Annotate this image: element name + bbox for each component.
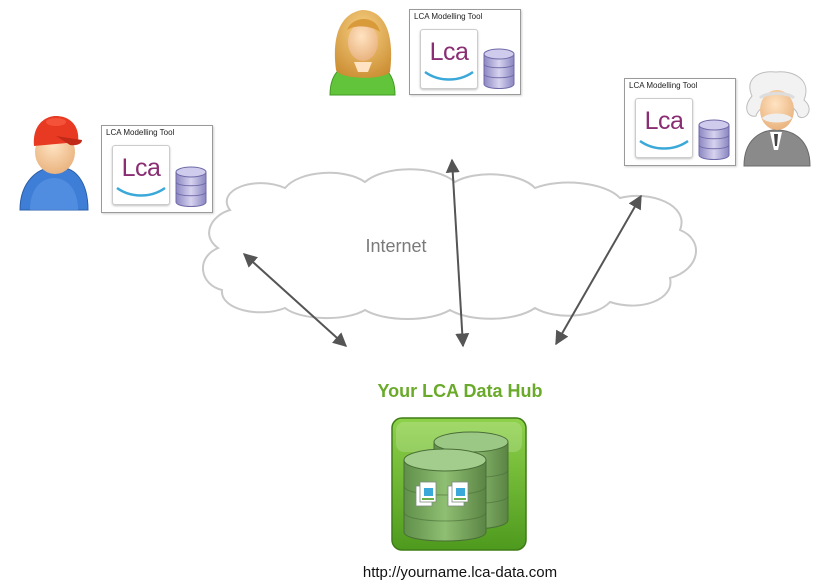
arrow-right [555,194,642,346]
database-icon [175,166,207,207]
arrow-left [242,253,348,347]
woman-avatar-icon [329,10,396,96]
lca-logo-icon: Lca [635,98,693,158]
data-hub-database-icon [391,417,527,551]
lca-logo-text: Lca [121,154,161,182]
lca-logo-icon: Lca [112,145,170,205]
database-icon [483,48,515,89]
worker-avatar-icon [19,116,89,211]
tool-card-title: LCA Modelling Tool [106,128,175,137]
connection-arrows [242,158,642,348]
arrow-center [445,158,470,348]
lca-tool-card-center: LCA Modelling Tool Lca [409,9,521,95]
hub-title: Your LCA Data Hub [377,381,543,401]
tool-card-title: LCA Modelling Tool [629,81,698,90]
document-stack-icon [447,481,469,507]
database-icon [698,119,730,160]
lca-tool-card-right: LCA Modelling Tool Lca [624,78,736,166]
document-stack-icon [415,481,437,507]
scientist-avatar-icon [743,71,811,167]
lca-logo-icon: Lca [420,29,478,89]
hub-url: http://yourname.lca-data.com [362,564,558,581]
lca-tool-card-left: LCA Modelling Tool Lca [101,125,213,213]
lca-logo-text: Lca [644,107,684,135]
tool-card-title: LCA Modelling Tool [414,12,483,21]
lca-logo-text: Lca [429,38,469,66]
internet-label: Internet [365,236,427,256]
